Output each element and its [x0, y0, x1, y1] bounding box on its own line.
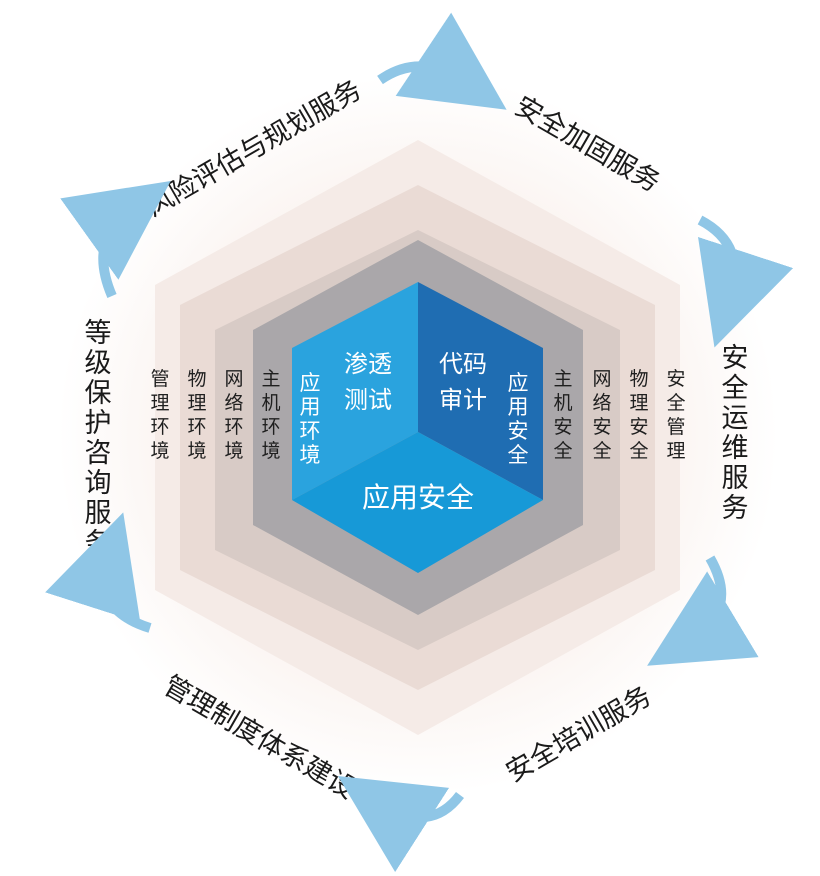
cube-right-label-2: 审计 — [439, 386, 487, 414]
left-ring-label-1: 物 理 环 境 — [187, 368, 206, 462]
left-ring-label-2: 网 络 环 境 — [224, 368, 243, 462]
svg-text:主: 主 — [553, 368, 572, 390]
left-ring-label-0: 管 理 环 境 — [150, 368, 169, 462]
svg-text:等: 等 — [85, 318, 112, 349]
service-left: 等 级 保 护 咨 询 服 务 — [85, 318, 112, 559]
cube-bottom-face — [292, 432, 543, 573]
circular-arrow-icon-bottom — [337, 776, 464, 873]
svg-text:境: 境 — [224, 440, 243, 462]
left-cube-side-char-3: 环 — [300, 419, 321, 443]
svg-text:询: 询 — [85, 468, 112, 499]
cube-right-label-1: 代码 — [439, 350, 487, 378]
svg-text:维: 维 — [722, 433, 749, 464]
cube-bottom-label: 应用安全 — [362, 481, 474, 514]
right-vertical-cube-label: 应 用 安 全 — [508, 371, 529, 467]
cube-left-label-2: 测试 — [344, 386, 392, 414]
circular-arrow-icon-top-left — [60, 180, 171, 298]
right-cube-side-char-3: 安 — [508, 419, 529, 443]
svg-text:网: 网 — [592, 368, 611, 390]
svg-text:服: 服 — [85, 498, 112, 529]
svg-text:络: 络 — [224, 392, 243, 414]
svg-text:管: 管 — [150, 368, 169, 390]
svg-text:全: 全 — [592, 440, 611, 462]
svg-text:全: 全 — [553, 440, 572, 462]
svg-text:安: 安 — [666, 368, 685, 390]
svg-text:运: 运 — [722, 403, 749, 434]
svg-text:物: 物 — [187, 368, 206, 390]
service-right: 安 全 运 维 服 务 — [722, 343, 749, 524]
left-cube-side-char-4: 境 — [300, 443, 321, 467]
svg-text:环: 环 — [187, 416, 206, 438]
circular-arrow-icon-bottom-left — [45, 512, 152, 633]
svg-text:安: 安 — [629, 416, 648, 438]
svg-text:管: 管 — [666, 416, 685, 438]
left-vertical-cube-label: 应 用 环 境 — [300, 371, 321, 467]
svg-text:理: 理 — [150, 392, 169, 414]
svg-text:境: 境 — [150, 440, 169, 462]
circular-arrow-icon-top — [377, 12, 507, 110]
svg-text:全: 全 — [666, 392, 685, 414]
svg-text:境: 境 — [187, 440, 206, 462]
svg-text:环: 环 — [150, 416, 169, 438]
right-ring-label-2: 网 络 安 全 — [592, 368, 611, 462]
svg-text:务: 务 — [722, 493, 749, 524]
cube-right-face — [418, 282, 543, 500]
circular-arrow-icon-bottom-right — [647, 555, 759, 666]
svg-text:物: 物 — [629, 368, 648, 390]
svg-text:机: 机 — [553, 392, 572, 414]
svg-text:络: 络 — [592, 392, 611, 414]
svg-text:安: 安 — [722, 343, 749, 374]
svg-text:理: 理 — [629, 392, 648, 414]
svg-text:保: 保 — [85, 378, 112, 409]
svg-text:服: 服 — [722, 463, 749, 494]
left-cube-side-char-1: 应 — [300, 371, 321, 395]
right-ring-label-3: 主 机 安 全 — [553, 368, 572, 462]
svg-text:护: 护 — [85, 408, 112, 439]
svg-text:全: 全 — [629, 440, 648, 462]
cube-left-face — [292, 282, 418, 500]
svg-text:安: 安 — [592, 416, 611, 438]
svg-text:理: 理 — [666, 440, 685, 462]
svg-text:级: 级 — [85, 348, 112, 379]
right-ring-label-0: 安 全 管 理 — [666, 368, 685, 462]
svg-text:安: 安 — [553, 416, 572, 438]
svg-text:环: 环 — [261, 416, 280, 438]
svg-text:境: 境 — [261, 440, 280, 462]
svg-text:务: 务 — [85, 528, 112, 559]
right-ring-label-1: 物 理 安 全 — [629, 368, 648, 462]
left-cube-side-char-2: 用 — [300, 395, 321, 419]
svg-text:主: 主 — [261, 368, 280, 390]
right-cube-side-char-2: 用 — [508, 395, 529, 419]
circular-arrow-icon-top-right — [697, 215, 794, 348]
svg-text:全: 全 — [722, 373, 749, 404]
svg-text:咨: 咨 — [85, 438, 112, 469]
left-ring-labels: 管 理 环 境 物 理 环 境 网 络 环 境 主 机 环 境 — [150, 368, 280, 462]
left-ring-label-3: 主 机 环 境 — [261, 368, 280, 462]
svg-text:理: 理 — [187, 392, 206, 414]
right-ring-labels: 安 全 管 理 物 理 安 全 网 络 安 全 主 机 安 全 — [553, 368, 685, 462]
svg-text:环: 环 — [224, 416, 243, 438]
svg-text:网: 网 — [224, 368, 243, 390]
cube-left-label-1: 渗透 — [344, 350, 392, 378]
right-cube-side-char-4: 全 — [508, 443, 529, 467]
right-cube-side-char-1: 应 — [508, 371, 529, 395]
svg-text:机: 机 — [261, 392, 280, 414]
